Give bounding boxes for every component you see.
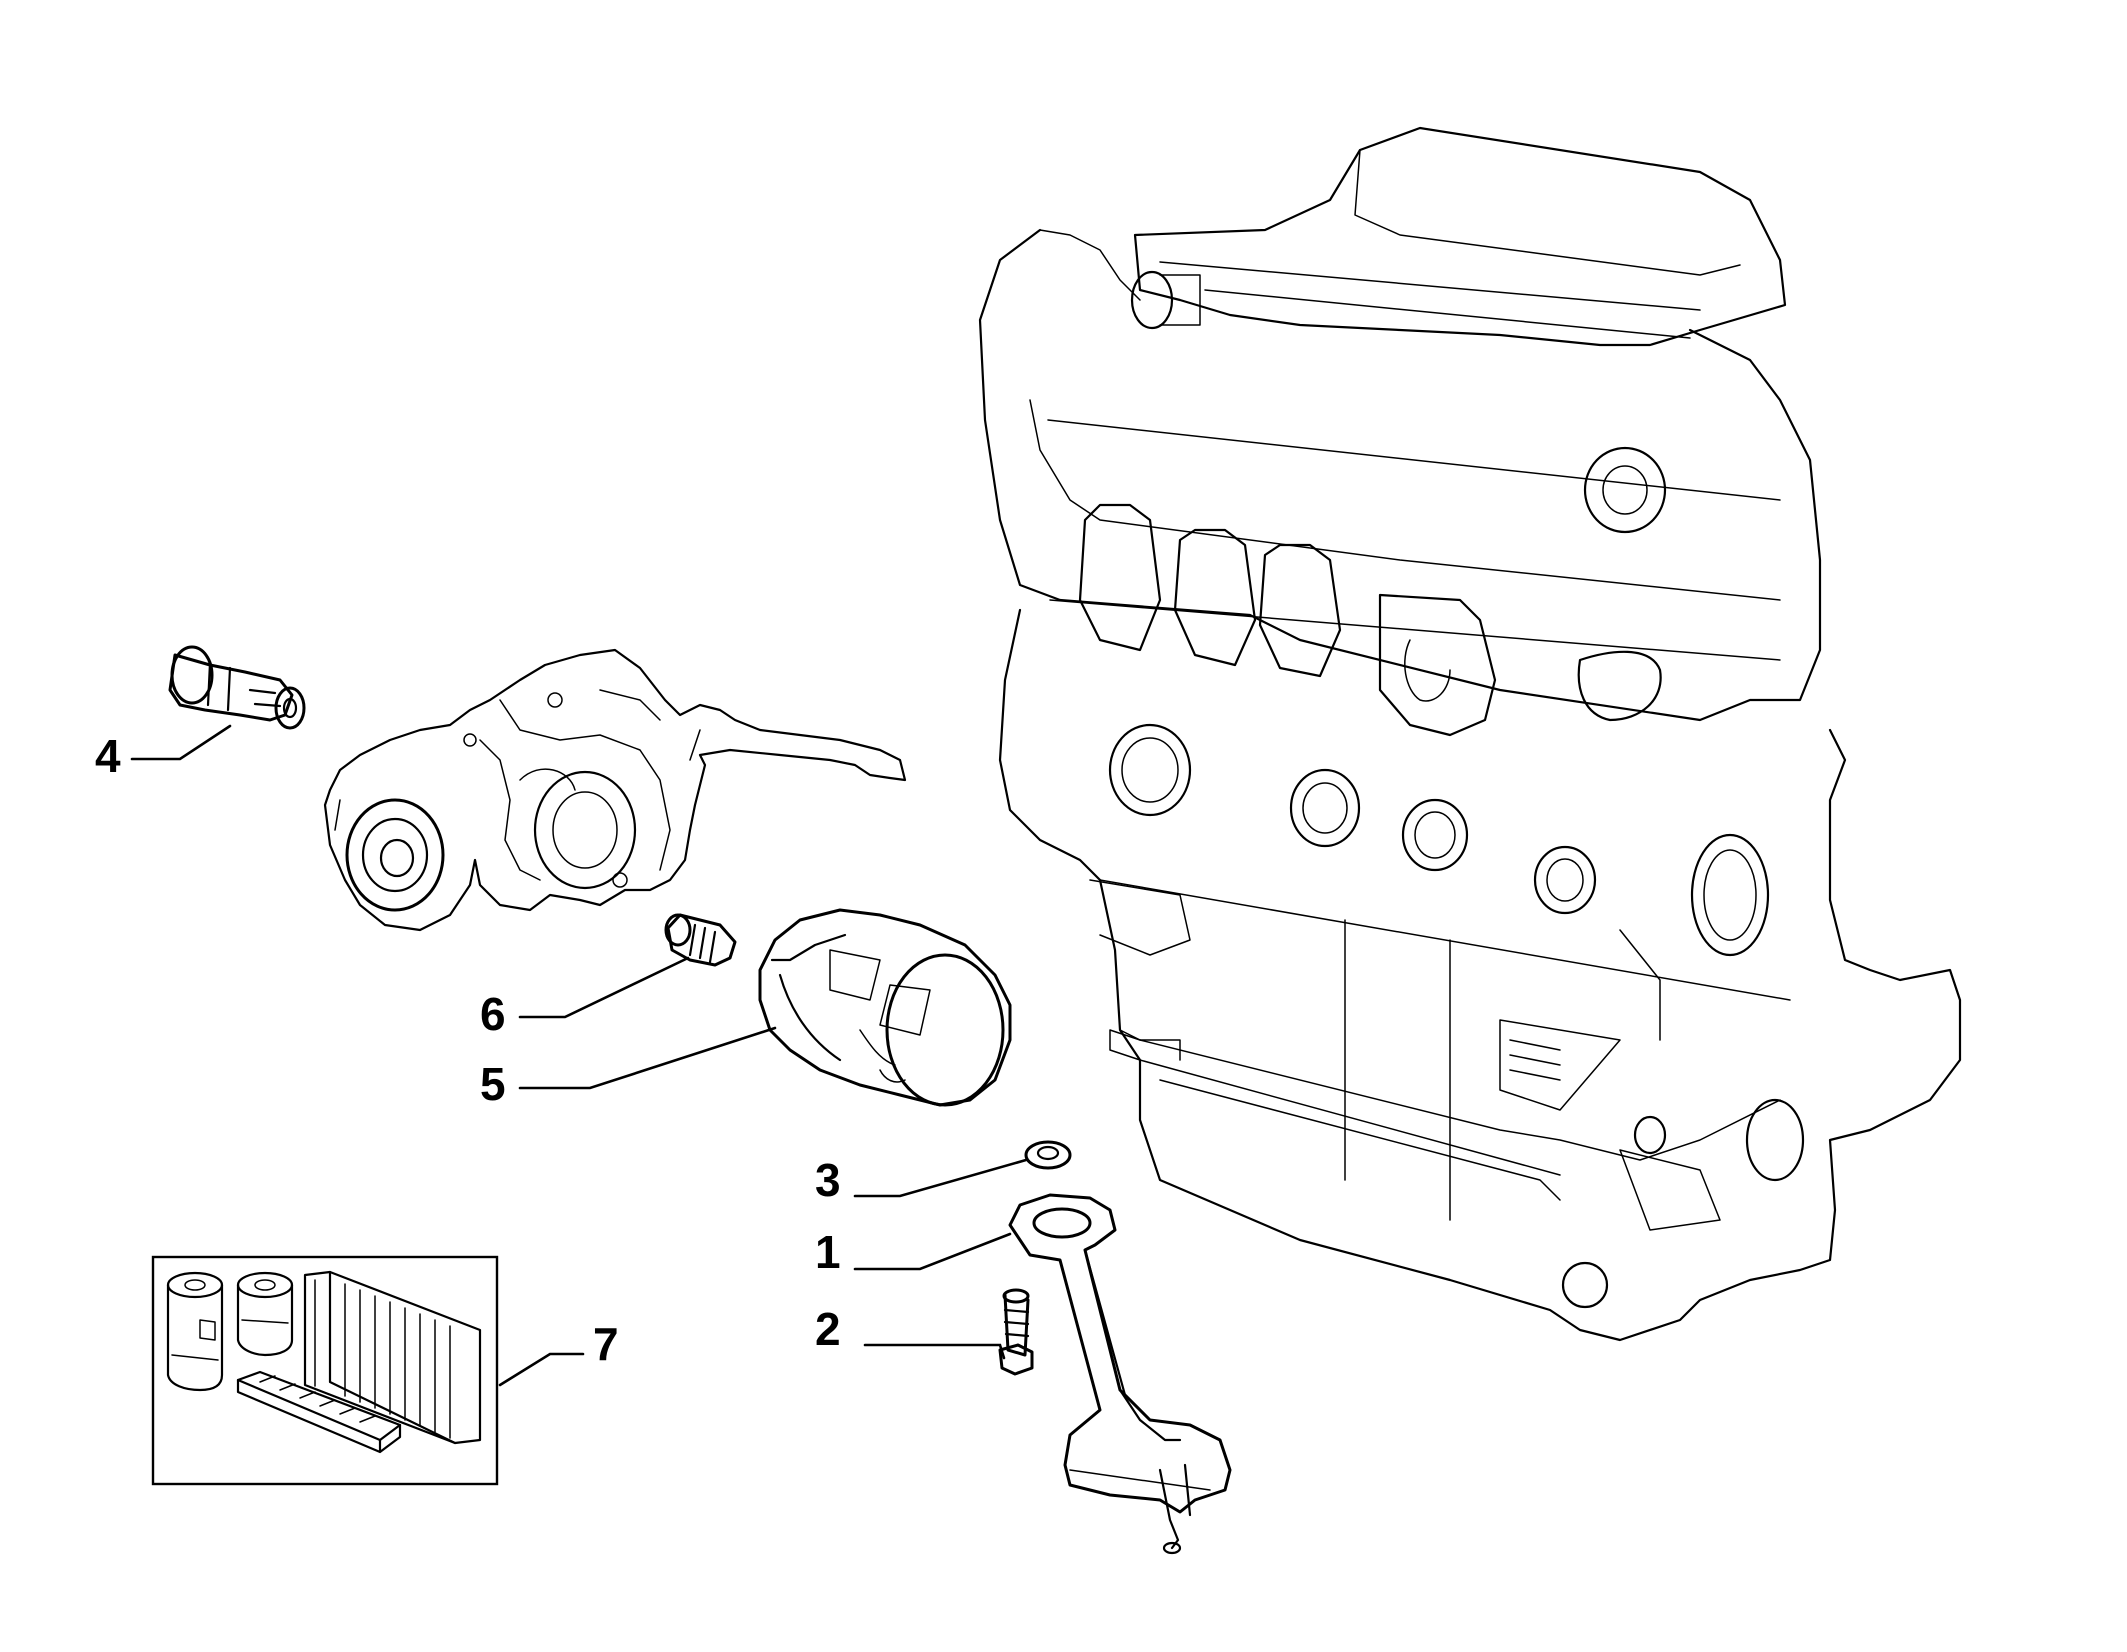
callout-2: 2 bbox=[815, 1303, 841, 1355]
leader-2 bbox=[863, 1343, 1006, 1360]
part-5-oil-filter bbox=[758, 908, 1012, 1107]
callout-labels: 1 2 3 4 5 6 7 bbox=[95, 730, 841, 1370]
leader-3 bbox=[853, 1158, 1028, 1198]
callout-1: 1 bbox=[815, 1226, 841, 1278]
part-4-oil-pressure-switch bbox=[168, 645, 306, 730]
callout-5: 5 bbox=[480, 1058, 506, 1110]
part-6-plug bbox=[664, 913, 737, 967]
leader-1 bbox=[853, 1232, 1012, 1271]
leader-5 bbox=[518, 1026, 777, 1090]
callout-4: 4 bbox=[95, 730, 121, 782]
part-3-washer bbox=[1024, 1140, 1072, 1170]
leader-4 bbox=[130, 724, 232, 761]
part-1-oil-pickup bbox=[1008, 1193, 1232, 1555]
kit-air-filter-icon bbox=[303, 1270, 482, 1445]
leader-6 bbox=[518, 956, 690, 1019]
callout-6: 6 bbox=[480, 988, 506, 1040]
part-7-service-kit bbox=[151, 1255, 499, 1486]
engine-block bbox=[978, 126, 1962, 1342]
part-2-bolt bbox=[998, 1288, 1034, 1376]
leader-lines bbox=[130, 724, 1028, 1387]
oil-pump-cover bbox=[323, 648, 907, 932]
callout-3: 3 bbox=[815, 1154, 841, 1206]
leader-7 bbox=[498, 1352, 585, 1387]
callout-7: 7 bbox=[593, 1318, 619, 1370]
kit-cabin-filter-icon bbox=[236, 1370, 402, 1454]
kit-oil-filter-icon bbox=[166, 1271, 224, 1392]
kit-fuel-filter-icon bbox=[236, 1271, 294, 1357]
kit-frame bbox=[151, 1255, 499, 1486]
